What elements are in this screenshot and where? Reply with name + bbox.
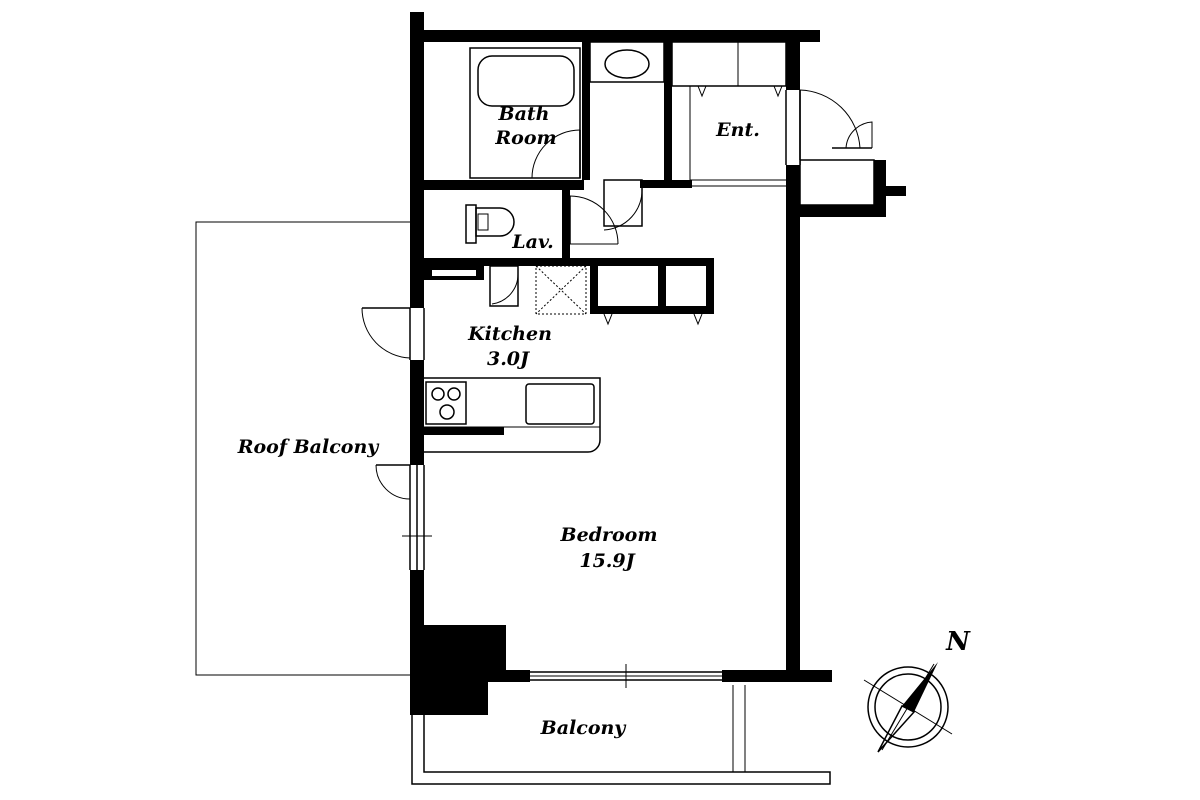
roof-balcony-area: [195, 221, 410, 676]
balcony-window: [530, 664, 722, 688]
toilet: [465, 204, 515, 244]
balcony-label: Balcony: [540, 717, 628, 739]
exterior-walls: [410, 12, 832, 715]
fridge-space: [535, 265, 587, 315]
lavatory-label: Lav.: [511, 231, 553, 253]
kitchen-counter: [424, 377, 601, 453]
lower-balcony-area: [411, 685, 831, 785]
bedroom-label: Bedroom: [560, 524, 658, 546]
entrance-porch: [786, 159, 906, 217]
wash-basin-room: [589, 41, 665, 83]
lav-door: [569, 179, 643, 245]
kitchen-label: Kitchen: [467, 323, 552, 345]
compass-north-label: N: [945, 627, 971, 657]
bath-room-label: Bath: [498, 103, 550, 125]
interior-walls: [424, 42, 714, 435]
cabinet-handles: [603, 313, 703, 326]
bath-room-label-line2: Room: [494, 127, 556, 149]
roof-balcony-label: Roof Balcony: [237, 436, 381, 458]
kitchen-size: 3.0J: [487, 348, 531, 370]
bedroom-size: 15.9J: [579, 550, 636, 572]
bathtub: [469, 47, 581, 179]
entrance-label: Ent.: [715, 119, 760, 141]
entrance-door: [785, 89, 873, 165]
compass-icon: [863, 662, 953, 753]
entrance-closet: [671, 41, 787, 187]
bath-door: [531, 129, 581, 179]
closet-door: [491, 273, 519, 305]
roof-balcony-door-upper: [361, 307, 425, 360]
roof-balcony-door-lower: [375, 464, 432, 570]
